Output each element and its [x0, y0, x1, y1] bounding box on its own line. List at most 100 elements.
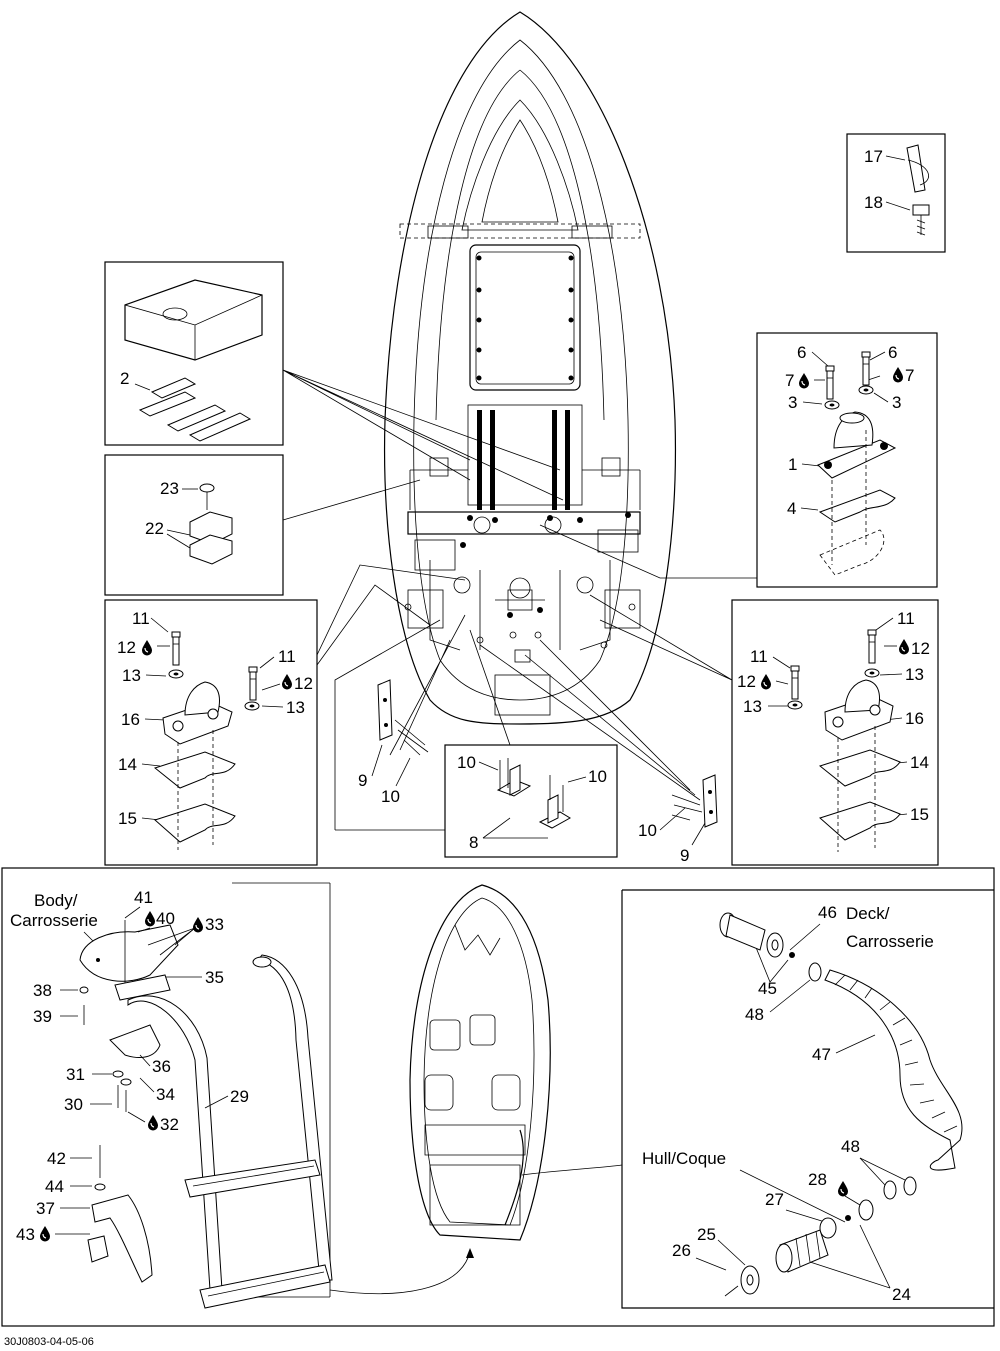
callout-17: 17	[864, 147, 883, 166]
gasket-part-14a	[153, 751, 236, 789]
drop-icon	[147, 1114, 159, 1132]
callout-29: 29	[230, 1087, 249, 1106]
cleat-part-1	[817, 439, 897, 479]
callout-24: 24	[892, 1285, 911, 1304]
callout-40: 40	[156, 909, 175, 928]
callout-34: 34	[156, 1085, 175, 1104]
callout-45: 45	[758, 979, 777, 998]
reference-code: 30J0803-04-05-06	[4, 1336, 94, 1348]
callout-37: 37	[36, 1199, 55, 1218]
box-cleat	[756, 332, 938, 588]
callout-10d: 10	[638, 821, 657, 840]
drop-icon	[898, 638, 910, 656]
drop-icon	[192, 916, 204, 934]
callout-12c: 12	[911, 639, 930, 658]
hose-part-47	[824, 969, 963, 1171]
box-brackets	[444, 744, 618, 858]
callout-16a: 16	[121, 710, 140, 729]
screw-part-18	[912, 204, 930, 216]
callout-47: 47	[812, 1045, 831, 1064]
box-pad-screw	[104, 454, 284, 596]
plate-part-35	[114, 974, 171, 1001]
mount-part-36	[109, 1024, 161, 1058]
callout-12a: 12	[117, 638, 136, 657]
callout-7b: 7	[905, 366, 914, 385]
callout-14a: 14	[118, 755, 137, 774]
callout-4: 4	[787, 499, 796, 518]
callout-12b: 12	[294, 674, 313, 693]
ladder-part-29	[127, 954, 333, 1309]
callout-6b: 6	[888, 343, 897, 362]
callout-6a: 6	[797, 343, 806, 362]
callout-38: 38	[33, 981, 52, 1000]
callout-23: 23	[160, 479, 179, 498]
callout-44: 44	[45, 1177, 64, 1196]
box-cleat-right	[731, 599, 939, 866]
callout-13b: 13	[286, 698, 305, 717]
callout-9b: 9	[680, 846, 689, 865]
callout-27: 27	[765, 1190, 784, 1209]
callout-32: 32	[160, 1115, 179, 1134]
callout-8: 8	[469, 833, 478, 852]
drop-icon	[798, 372, 810, 390]
box-cushion-kit	[104, 261, 284, 446]
callout-10c: 10	[381, 787, 400, 806]
lower-frame	[1, 867, 995, 1327]
deck-fitting-45	[719, 912, 822, 982]
cushion-part	[124, 279, 263, 361]
callout-13a: 13	[122, 666, 141, 685]
callout-48b: 48	[841, 1137, 860, 1156]
drop-icon	[281, 673, 293, 691]
callout-36: 36	[152, 1057, 171, 1076]
label-hull: Hull/Coque	[642, 1149, 726, 1168]
callout-10a: 10	[457, 753, 476, 772]
callout-39: 39	[33, 1007, 52, 1026]
callout-11d: 11	[750, 647, 768, 666]
callout-11a: 11	[132, 609, 150, 628]
callout-7a: 7	[785, 371, 794, 390]
drop-icon	[837, 1180, 849, 1198]
drop-icon	[760, 673, 772, 691]
boat-iso-view	[409, 884, 551, 1241]
callout-22: 22	[145, 519, 164, 538]
label-body-fr: Carrosserie	[10, 911, 98, 930]
callout-33: 33	[205, 915, 224, 934]
callout-16b: 16	[905, 709, 924, 728]
hull-top-view	[384, 11, 676, 725]
gasket-part-4	[818, 489, 896, 523]
callout-11c: 11	[897, 609, 915, 628]
callout-13c: 13	[905, 665, 924, 684]
callout-42: 42	[47, 1149, 66, 1168]
callout-43: 43	[16, 1225, 35, 1244]
drop-icon	[39, 1225, 51, 1243]
box-cleat-left	[104, 599, 318, 866]
callout-2: 2	[120, 369, 129, 388]
gasket-part-15b	[819, 801, 901, 841]
callout-10b: 10	[588, 767, 607, 786]
callout-1: 1	[788, 455, 797, 474]
clamp-part-17	[906, 144, 926, 193]
callout-15a: 15	[118, 809, 137, 828]
callout-9a: 9	[358, 771, 367, 790]
callout-26: 26	[672, 1241, 691, 1260]
callout-28: 28	[808, 1170, 827, 1189]
label-deck: Deck/	[846, 904, 890, 923]
leader-lines	[282, 369, 757, 831]
callout-18: 18	[864, 193, 883, 212]
callout-14b: 14	[910, 753, 929, 772]
gasket-part-14b	[818, 749, 901, 787]
handle-part-37	[91, 1194, 153, 1283]
drop-icon	[144, 910, 156, 928]
callout-3b: 3	[892, 393, 901, 412]
pad-part-22	[189, 511, 233, 545]
callout-11b: 11	[278, 647, 296, 666]
callout-35: 35	[205, 968, 224, 987]
callout-31: 31	[66, 1065, 85, 1084]
body-panel	[79, 924, 179, 982]
callout-12d: 12	[737, 672, 756, 691]
label-deck-fr: Carrosserie	[846, 932, 934, 951]
hull-fitting-24	[724, 1176, 917, 1297]
callout-15b: 15	[910, 805, 929, 824]
